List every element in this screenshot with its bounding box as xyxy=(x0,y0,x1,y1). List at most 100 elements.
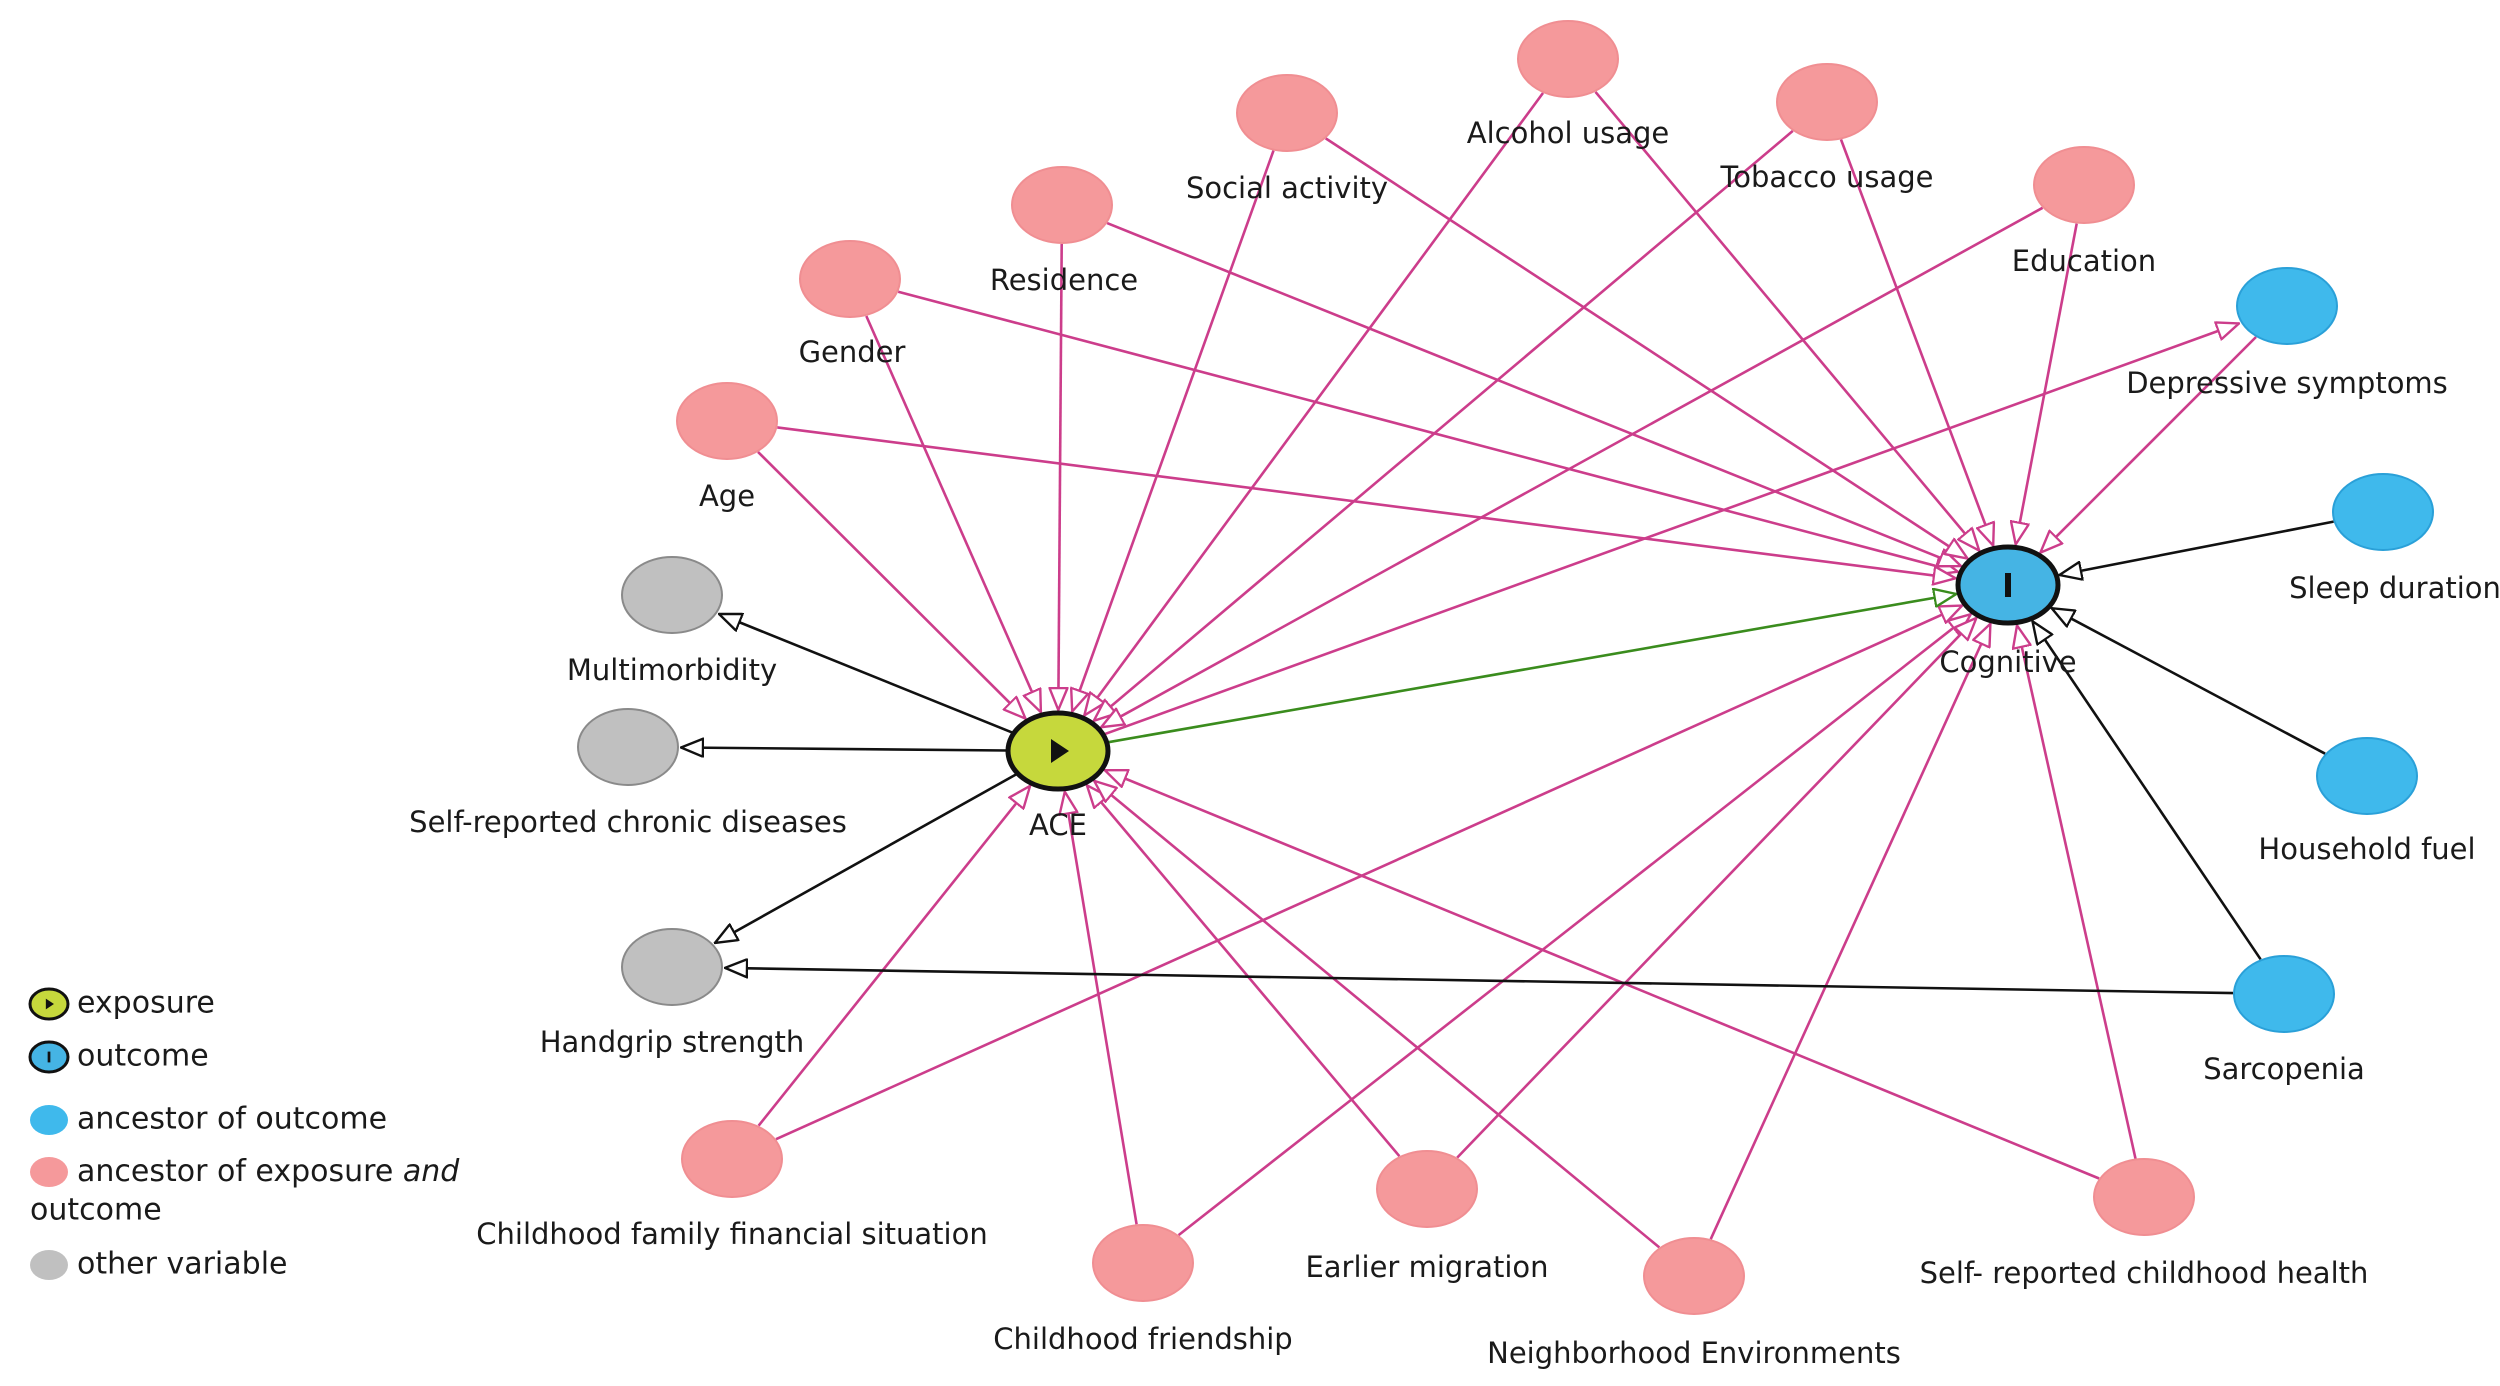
legend-item-ancestor-both: ancestor of exposure and outcome xyxy=(30,1154,460,1228)
node-childhood-health[interactable]: Self- reported childhood health xyxy=(1920,1158,2369,1290)
node-childhood-friendship[interactable]: Childhood friendship xyxy=(993,1224,1293,1356)
edge-residence-to-ace xyxy=(1058,243,1061,710)
bar-icon xyxy=(2005,573,2011,597)
bar-icon xyxy=(47,1051,51,1063)
edge-age-to-ace xyxy=(757,450,1026,719)
node-household-fuel[interactable]: Household fuel xyxy=(2258,737,2476,866)
node-sleep[interactable]: Sleep duration xyxy=(2289,473,2500,605)
node-shape-social-activity[interactable] xyxy=(1236,74,1338,152)
node-shape-earlier-migration[interactable] xyxy=(1376,1150,1478,1228)
edge-ace-to-handgrip xyxy=(715,772,1018,943)
legend-swatch-ancestor-outcome xyxy=(30,1105,68,1135)
edge-alcohol-to-cognitive xyxy=(1594,91,1980,551)
node-tobacco[interactable]: Tobacco usage xyxy=(1719,63,1934,194)
edge-education-to-ace xyxy=(1101,206,2044,727)
edge-ace-to-chronic xyxy=(681,748,1008,751)
edge-residence-to-cognitive xyxy=(1106,221,1961,566)
node-label-ace: ACE xyxy=(1029,808,1087,842)
node-shape-depressive[interactable] xyxy=(2236,267,2338,345)
edge-ace-to-multimorbidity xyxy=(719,614,1014,735)
node-handgrip[interactable]: Handgrip strength xyxy=(540,928,805,1059)
edge-depressive-to-cognitive xyxy=(2040,336,2257,553)
node-label-handgrip: Handgrip strength xyxy=(540,1025,805,1059)
node-shape-residence[interactable] xyxy=(1011,166,1113,244)
node-label-alcohol: Alcohol usage xyxy=(1467,116,1670,150)
node-social-activity[interactable]: Social activity xyxy=(1186,74,1388,205)
edge-childhood-friendship-to-cognitive xyxy=(1177,614,1971,1237)
node-multimorbidity[interactable]: Multimorbidity xyxy=(567,556,777,687)
legend: exposure outcome ancestor of outcome ancest… xyxy=(28,986,460,1282)
legend-swatch-other xyxy=(30,1250,68,1280)
node-label-sleep: Sleep duration xyxy=(2289,571,2500,605)
node-shape-gender[interactable] xyxy=(799,240,901,318)
node-shape-handgrip[interactable] xyxy=(621,928,723,1006)
node-neighborhood[interactable]: Neighborhood Environments xyxy=(1487,1237,1901,1370)
legend-swatch-ancestor-both xyxy=(30,1157,68,1187)
legend-item-ancestor-outcome: ancestor of outcome xyxy=(30,1102,387,1137)
node-label-age: Age xyxy=(699,479,755,513)
edge-sleep-to-cognitive xyxy=(2059,520,2334,575)
node-earlier-migration[interactable]: Earlier migration xyxy=(1305,1150,1549,1284)
edge-childhood-financial-to-cognitive xyxy=(775,606,1962,1141)
nodes-layer: ACE Cognitive Gender Residence Social activi… xyxy=(409,20,2500,1370)
edge-gender-to-ace xyxy=(865,315,1041,712)
node-gender[interactable]: Gender xyxy=(799,240,906,369)
node-chronic[interactable]: Self-reported chronic diseases xyxy=(409,708,847,839)
node-shape-childhood-friendship[interactable] xyxy=(1092,1224,1194,1302)
node-childhood-financial[interactable]: Childhood family financial situation xyxy=(476,1120,988,1251)
edge-social-activity-to-cognitive xyxy=(1324,137,1968,558)
node-shape-childhood-health[interactable] xyxy=(2093,1158,2195,1236)
edge-ace-to-cognitive xyxy=(1107,594,1957,744)
edge-tobacco-to-ace xyxy=(1094,129,1794,721)
node-shape-household-fuel[interactable] xyxy=(2316,737,2418,815)
node-alcohol[interactable]: Alcohol usage xyxy=(1467,20,1670,150)
node-label-cognitive: Cognitive xyxy=(1939,645,2076,679)
legend-label: exposure xyxy=(77,986,215,1021)
legend-label: ancestor of outcome xyxy=(77,1102,387,1137)
legend-label-part: and xyxy=(403,1154,460,1189)
edge-earlier-migration-to-cognitive xyxy=(1456,618,1976,1159)
legend-label: outcome xyxy=(77,1039,209,1074)
node-label-neighborhood: Neighborhood Environments xyxy=(1487,1336,1901,1370)
node-shape-tobacco[interactable] xyxy=(1776,63,1878,141)
node-shape-sarcopenia[interactable] xyxy=(2233,955,2335,1033)
node-shape-sleep[interactable] xyxy=(2332,473,2434,551)
node-shape-education[interactable] xyxy=(2033,146,2135,224)
edge-childhood-health-to-ace xyxy=(1105,770,2100,1180)
node-cognitive[interactable]: Cognitive xyxy=(1939,544,2077,679)
node-label-gender: Gender xyxy=(799,335,906,369)
node-age[interactable]: Age xyxy=(676,382,778,513)
edge-education-to-cognitive xyxy=(2016,223,2078,545)
node-label-earlier-migration: Earlier migration xyxy=(1305,1250,1548,1284)
edges-layer xyxy=(681,91,2334,1249)
edge-alcohol-to-ace xyxy=(1084,92,1545,715)
edge-childhood-friendship-to-ace xyxy=(1065,792,1138,1225)
edge-age-to-cognitive xyxy=(777,426,1955,578)
node-label-chronic: Self-reported chronic diseases xyxy=(409,805,847,839)
edge-childhood-health-to-cognitive xyxy=(2017,625,2137,1159)
node-shape-neighborhood[interactable] xyxy=(1643,1237,1745,1315)
node-shape-age[interactable] xyxy=(676,382,778,460)
node-shape-childhood-financial[interactable] xyxy=(681,1120,783,1198)
node-shape-multimorbidity[interactable] xyxy=(621,556,723,634)
edge-sarcopenia-to-handgrip xyxy=(725,968,2234,995)
edge-sarcopenia-to-cognitive xyxy=(2033,621,2262,961)
edge-childhood-financial-to-ace xyxy=(757,786,1031,1127)
node-label-social-activity: Social activity xyxy=(1186,171,1388,205)
node-label-residence: Residence xyxy=(990,263,1138,297)
legend-item-outcome: outcome xyxy=(28,1039,209,1074)
node-education[interactable]: Education xyxy=(2012,146,2156,278)
edge-gender-to-cognitive xyxy=(897,290,1958,572)
node-ace[interactable]: ACE xyxy=(1005,710,1111,842)
node-shape-chronic[interactable] xyxy=(577,708,679,786)
edge-tobacco-to-cognitive xyxy=(1839,139,1993,546)
node-sarcopenia[interactable]: Sarcopenia xyxy=(2203,955,2365,1086)
legend-label-line2: outcome xyxy=(30,1193,162,1228)
node-shape-alcohol[interactable] xyxy=(1517,20,1619,98)
node-label-childhood-financial: Childhood family financial situation xyxy=(476,1217,987,1251)
node-depressive[interactable]: Depressive symptoms xyxy=(2126,267,2448,400)
legend-label: ancestor of exposure and xyxy=(77,1154,460,1189)
node-label-childhood-friendship: Childhood friendship xyxy=(993,1322,1292,1356)
node-label-childhood-health: Self- reported childhood health xyxy=(1920,1256,2369,1290)
node-residence[interactable]: Residence xyxy=(990,166,1138,297)
